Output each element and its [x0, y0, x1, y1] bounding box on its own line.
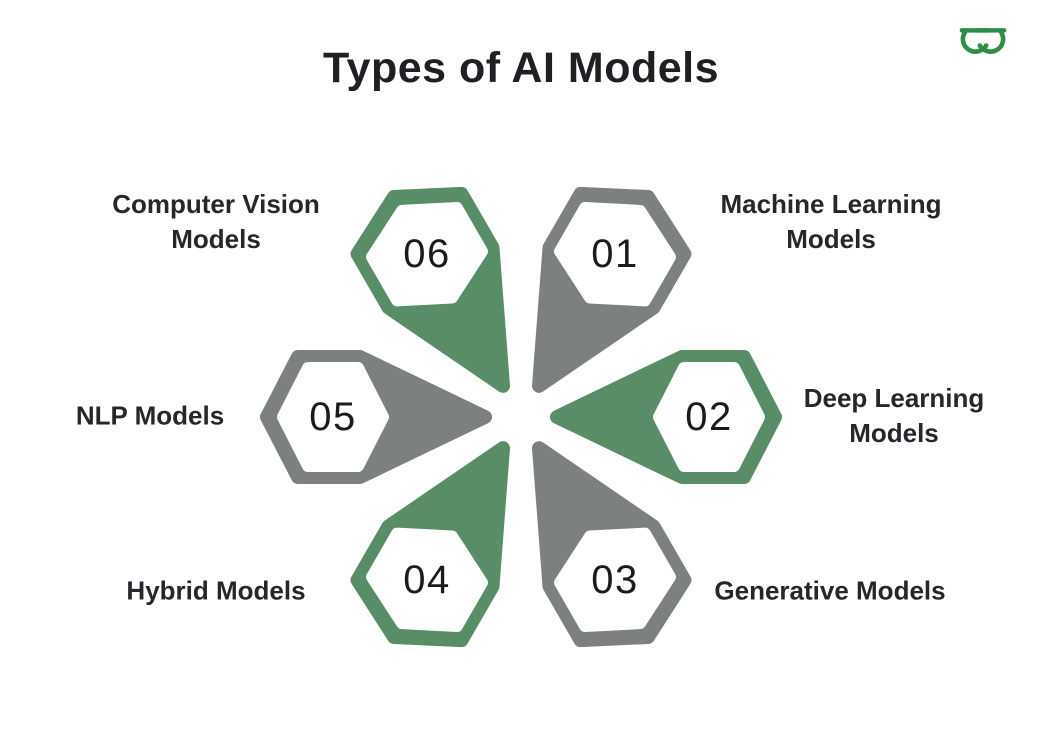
- geeksforgeeks-logo-icon: [959, 28, 1007, 54]
- petal-label-computer-vision-models: Computer Vision Models: [112, 187, 320, 257]
- petal-label-deep-learning-models: Deep Learning Models: [804, 381, 985, 451]
- petal-number-02: 02: [685, 395, 733, 439]
- petal-number-05: 05: [309, 395, 357, 439]
- label-line: Hybrid Models: [126, 575, 306, 606]
- page-title: Types of AI Models: [322, 44, 720, 92]
- label-line: Models: [786, 224, 876, 254]
- petal-shape-02: [557, 357, 775, 477]
- petal-label-generative-models: Generative Models: [714, 574, 945, 609]
- label-line: NLP Models: [75, 400, 225, 431]
- label-line: Generative Models: [714, 575, 946, 606]
- label-line: Computer Vision: [112, 189, 320, 219]
- petal-label-machine-learning-models: Machine Learning Models: [720, 187, 941, 257]
- petal-number-04: 04: [403, 558, 451, 602]
- petal-number-03: 03: [591, 558, 639, 602]
- petal-number-01: 01: [591, 232, 639, 276]
- petal-label-hybrid-models: Hybrid Models: [126, 574, 305, 609]
- logo-right-g: [976, 28, 1007, 54]
- label-line: Machine Learning: [720, 189, 942, 219]
- petal-number-06: 06: [403, 232, 451, 276]
- label-line: Deep Learning: [803, 383, 985, 413]
- label-line: Models: [171, 224, 261, 254]
- petal-shape-05: [267, 357, 485, 477]
- petal-label-nlp-models: NLP Models: [76, 399, 224, 434]
- label-line: Models: [849, 418, 939, 448]
